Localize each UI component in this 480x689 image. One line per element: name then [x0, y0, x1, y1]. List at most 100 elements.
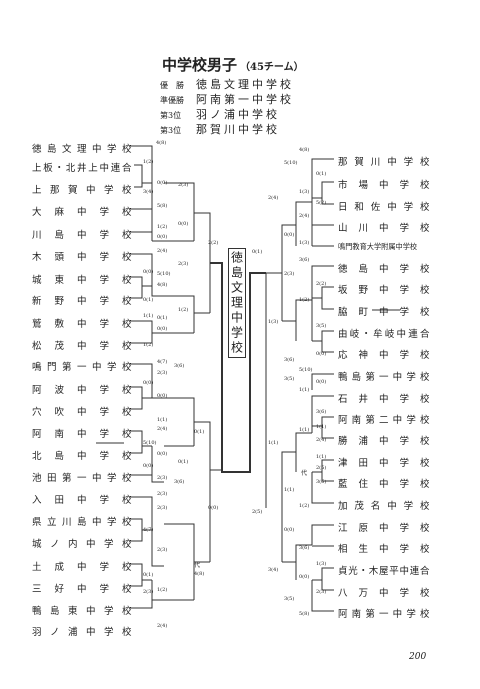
- team-left-10: 松茂中学校: [32, 341, 132, 352]
- score: 1(2): [178, 307, 189, 313]
- team-right-7: 坂野中学校: [338, 285, 430, 296]
- score: 0(0): [143, 463, 154, 469]
- score: 2(2): [316, 281, 327, 287]
- score: 0(0): [143, 269, 154, 275]
- team-left-13: 穴吹中学校: [32, 407, 132, 418]
- score: 2(3): [284, 271, 295, 277]
- score: 1(3): [316, 561, 327, 567]
- score: 3(6): [284, 357, 295, 363]
- score: 5(10): [143, 440, 157, 446]
- result-champion: 優 勝 徳島文理中学校: [160, 76, 294, 92]
- score: 1(2): [157, 224, 168, 230]
- score: 0(0): [178, 221, 189, 227]
- score: 0(0): [284, 527, 295, 533]
- score: 4(8): [156, 140, 167, 146]
- score: 3(4): [143, 189, 154, 195]
- team-right-17: 加茂名中学校: [338, 501, 430, 512]
- team-left-18: 県立川島中学校: [32, 517, 132, 528]
- result-label: 第3位: [160, 111, 182, 120]
- score: 1(3): [299, 240, 310, 246]
- score: 0(0): [157, 326, 168, 332]
- score: 1(2): [299, 297, 310, 303]
- result-label: 準優勝: [160, 96, 184, 105]
- team-left-19: 城ノ内中学校: [32, 539, 132, 550]
- team-right-18: 江原中学校: [338, 523, 430, 534]
- score: 1(2): [157, 587, 168, 593]
- score: 2(4): [299, 213, 310, 219]
- team-right-1: 那賀川中学校: [338, 157, 430, 168]
- score: 0(0): [157, 393, 168, 399]
- score: 3(6): [174, 363, 185, 369]
- team-right-21: 八万中学校: [338, 588, 430, 599]
- result-name: 徳島文理中学校: [196, 78, 294, 91]
- score: 1(2): [143, 159, 154, 165]
- team-right-8: 脇町中学校: [338, 307, 430, 318]
- score: 0(1): [194, 429, 205, 435]
- team-left-12: 阿波中学校: [32, 385, 132, 396]
- score: 0(0): [316, 379, 327, 385]
- score: 3(6): [316, 479, 327, 485]
- score: 0(0): [143, 380, 154, 386]
- score: 0(1): [143, 297, 154, 303]
- score: 3(4): [268, 567, 279, 573]
- score: 0(0): [157, 180, 168, 186]
- score: 2(4): [157, 248, 168, 254]
- score: 2(4): [268, 195, 279, 201]
- score: 2(3): [157, 491, 168, 497]
- team-right-20: 貞光・木屋平中連合: [338, 566, 430, 577]
- score: 5(2): [316, 200, 327, 206]
- team-right-10: 応神中学校: [338, 350, 430, 361]
- score: 2(3): [157, 547, 168, 553]
- team-left-2: 上板・北井上中連合: [32, 163, 132, 174]
- result-label: 第3位: [160, 126, 182, 135]
- team-right-12: 石井中学校: [338, 394, 430, 405]
- team-left-9: 鷲敷中学校: [32, 319, 132, 330]
- champion-name: 徳島文理中学校: [229, 250, 244, 356]
- score: 0(0): [208, 505, 219, 511]
- team-left-7: 城東中学校: [32, 275, 132, 286]
- score: 2(4): [157, 623, 168, 629]
- score: 5(10): [284, 160, 298, 166]
- score: 3(6): [174, 479, 185, 485]
- team-right-2: 市場中学校: [338, 180, 430, 191]
- team-right-19: 相生中学校: [338, 544, 430, 555]
- score: 0(1): [252, 249, 263, 255]
- team-right-16: 藍住中学校: [338, 479, 430, 490]
- score: 1(1): [316, 454, 327, 460]
- score: 4(8): [194, 571, 205, 577]
- score: 5(10): [299, 367, 313, 373]
- score: 2(3): [316, 589, 327, 595]
- page-title: 中学校男子（45チーム）: [162, 54, 304, 75]
- team-left-22: 鴨島東中学校: [32, 606, 132, 617]
- team-right-13: 阿南第二中学校: [338, 415, 430, 426]
- team-right-15: 津田中学校: [338, 458, 430, 469]
- team-count: （45チーム）: [240, 62, 304, 73]
- score: 1(2): [143, 342, 154, 348]
- score: 4(8): [299, 147, 310, 153]
- score: 2(3): [143, 589, 154, 595]
- score: 4(7): [157, 359, 168, 365]
- score: 5(8): [299, 611, 310, 617]
- score: 0(0): [157, 234, 168, 240]
- score: 2(3): [178, 261, 189, 267]
- team-left-14: 阿南中学校: [32, 429, 132, 440]
- score: 3(6): [299, 545, 310, 551]
- score: 0(1): [178, 459, 189, 465]
- score: 0(1): [143, 572, 154, 578]
- score: 1(1): [157, 417, 168, 423]
- page-number: 200: [409, 652, 427, 662]
- forfeit-mark: 代: [301, 470, 308, 477]
- team-left-20: 土成中学校: [32, 562, 132, 573]
- score: 0(0): [299, 574, 310, 580]
- title-text: 中学校男子: [162, 56, 238, 74]
- champion-box: 徳島文理中学校: [228, 248, 246, 358]
- team-left-8: 新野中学校: [32, 296, 132, 307]
- result-name: 阿南第一中学校: [196, 93, 294, 106]
- score: 5(8): [157, 203, 168, 209]
- score: 1(1): [268, 440, 279, 446]
- result-label: 優 勝: [160, 81, 184, 90]
- team-right-9: 由岐・牟岐中連合: [338, 329, 430, 340]
- team-left-3: 上那賀中学校: [32, 185, 132, 196]
- team-left-4: 大麻中学校: [32, 207, 132, 218]
- score: 2(3): [157, 475, 168, 481]
